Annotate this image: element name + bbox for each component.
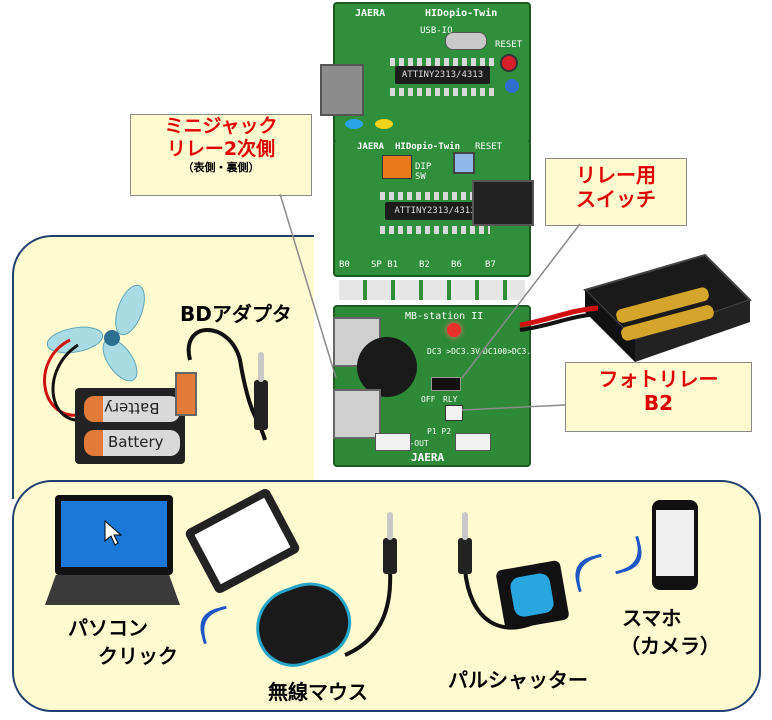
p1p2-label: P1 P2: [427, 427, 452, 436]
board-name: HIDopio-Twin: [395, 142, 461, 152]
minijack-tip-mouse: [387, 512, 393, 540]
label-pc-click-1: パソコン: [68, 616, 148, 640]
cursor-icon: [104, 519, 123, 546]
usb-label: USB-IO: [420, 26, 453, 36]
crystal-icon: [445, 32, 487, 50]
label-smartphone-1: スマホ: [622, 606, 682, 630]
minijack-plug-shutter: [458, 538, 472, 574]
led-yellow-icon: [375, 119, 393, 129]
battery-box-image: [583, 253, 752, 362]
callout-relay-switch: リレー用 スイッチ: [545, 158, 687, 226]
label-pulse-shutter: パルシャッター: [448, 668, 588, 692]
reset-button[interactable]: [500, 54, 518, 72]
off-label: OFF: [421, 395, 436, 404]
mcu-chip: ATTINY2313/4313: [385, 202, 485, 220]
callout-minijack-line3: （表側・裏側）: [182, 160, 260, 174]
connector-left: [375, 433, 411, 451]
battery-top-cell: Battery: [84, 396, 180, 422]
mcu-chip: ATTINY2313/4313: [395, 66, 490, 84]
reset-label: RESET: [475, 142, 503, 152]
callout-photorelay-line2: B2: [643, 391, 674, 415]
capacitor-icon: [505, 79, 519, 93]
callout-photorelay: フォトリレー B2: [565, 362, 752, 432]
station-brand: JAERA: [411, 451, 445, 464]
wifi-wave-icon: [575, 553, 602, 593]
label-bd-adapter: BDアダプタ: [180, 302, 292, 326]
reset-button[interactable]: [453, 152, 475, 174]
pulse-shutter-image: [495, 559, 570, 631]
minijack-tip-adapter: [258, 352, 264, 382]
usb-connector-icon: [320, 64, 364, 116]
relay-switch[interactable]: [431, 377, 461, 391]
pin-label: B6: [451, 260, 462, 270]
pin-header: [380, 226, 490, 234]
reset-label: RESET: [495, 40, 523, 50]
callout-minijack: ミニジャック リレー2次側 （表側・裏側）: [130, 114, 312, 196]
callout-minijack-line1: ミニジャック: [164, 115, 278, 137]
bd-adapter-plug: [175, 372, 197, 416]
wifi-wave-icon: [200, 605, 227, 645]
smartphone-display: [656, 510, 694, 576]
dc100-label: DC100>DC3.3V: [483, 347, 541, 356]
label-smartphone-2: （カメラ）: [620, 634, 720, 658]
battery-bottom-cell: Battery: [84, 430, 180, 456]
led-blue-icon: [345, 119, 363, 129]
label-pc-click-2: クリック: [98, 644, 178, 668]
connector-right: [455, 433, 491, 451]
pin-header: [390, 88, 495, 96]
board-brand: JAERA: [355, 8, 386, 19]
minijack-tip-shutter: [462, 512, 468, 540]
label-wireless-mouse: 無線マウス: [268, 680, 368, 704]
battery-label-bottom: Battery: [108, 433, 164, 451]
board-brand: JAERA: [357, 142, 385, 152]
smartphone-image: [652, 500, 698, 590]
dip-switch[interactable]: [382, 155, 412, 179]
power-led-icon: [447, 323, 461, 337]
speaker-icon: [357, 337, 417, 397]
pin-label: B2: [419, 260, 430, 270]
photorelay-chip: [445, 405, 463, 421]
hidopio-board-mid: JAERA HIDopio-Twin RESET DIP SW ATTINY23…: [333, 140, 531, 300]
terminal-strip: [339, 280, 525, 300]
station-name: MB-station II: [405, 311, 484, 322]
callout-photorelay-line1: フォトリレー: [598, 367, 719, 391]
pin-header: [390, 58, 495, 66]
wifi-wave-icon: [615, 535, 642, 575]
laptop-base: [45, 575, 180, 605]
fan-icon: [46, 284, 145, 382]
rly-label: RLY: [443, 395, 458, 404]
dip-label: DIP SW: [415, 162, 432, 182]
board-name: HIDopio-Twin: [425, 8, 498, 19]
dc3-label: DC3 >DC3.3V: [427, 347, 480, 356]
red-wire-icon: [519, 305, 599, 332]
rly-out-label: RLY-OUT: [395, 439, 429, 448]
jack-socket-bottom: [333, 389, 381, 439]
laptop-screen: [55, 495, 173, 575]
minijack-plug-adapter: [254, 380, 268, 430]
shutter-button: [508, 571, 556, 619]
hidopio-board-top: JAERA HIDopio-Twin USB-IO RESET ATTINY23…: [333, 2, 531, 146]
callout-minijack-line2: リレー2次側: [166, 137, 276, 160]
pin-label: B7: [485, 260, 496, 270]
callout-relay-switch-line1: リレー用: [576, 163, 656, 187]
usb-device-connector-icon: [472, 180, 534, 226]
pin-label: B0: [339, 260, 350, 270]
pin-header: [380, 192, 490, 200]
minijack-plug-mouse: [383, 538, 397, 574]
pin-label: SP B1: [371, 260, 399, 270]
callout-relay-switch-line2: スイッチ: [576, 187, 656, 211]
